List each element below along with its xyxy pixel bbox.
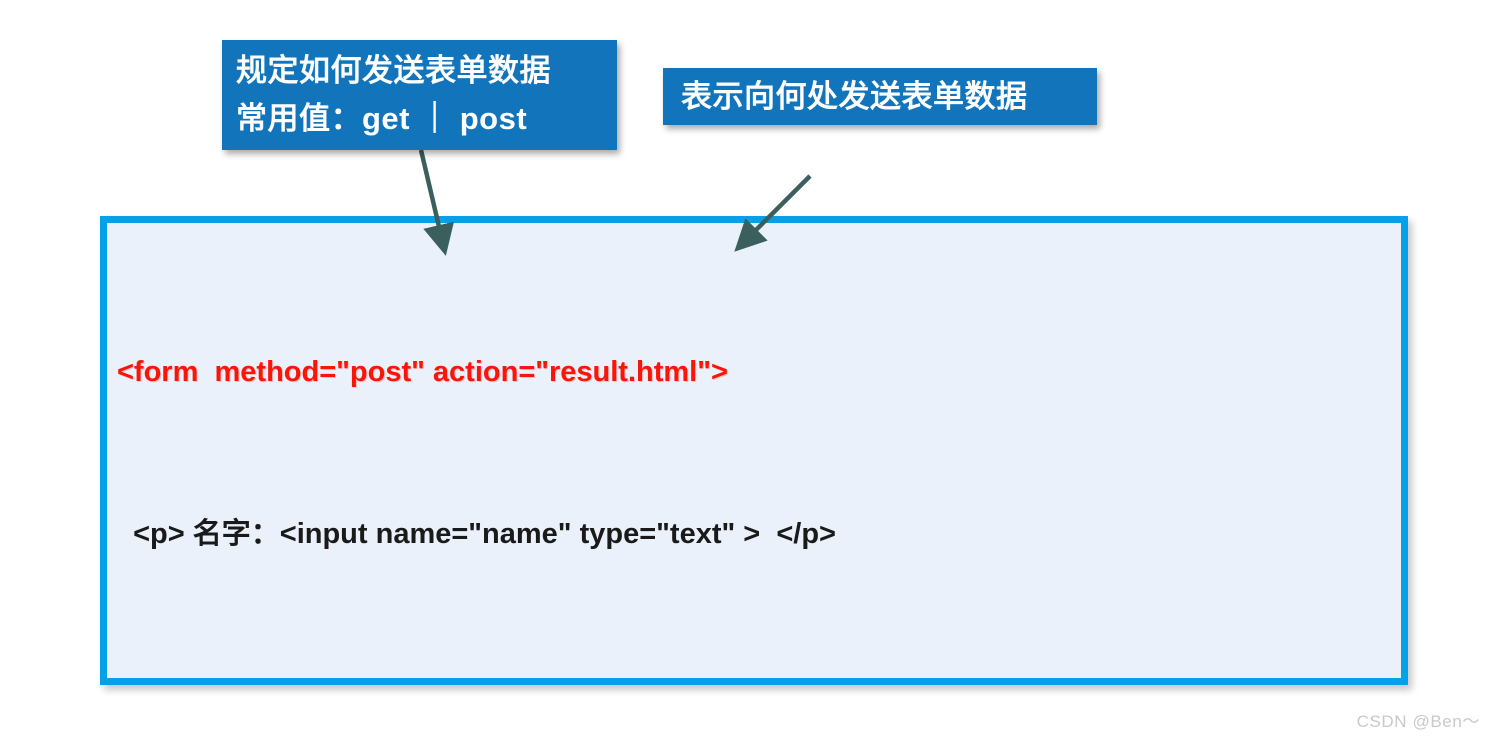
code-line-form-open: <form method="post" action="result.html"… bbox=[117, 356, 728, 388]
callout-method-line-2: 常用值：get ｜ post bbox=[236, 101, 528, 136]
html-code-panel: <form method="post" action="result.html"… bbox=[100, 216, 1408, 685]
code-listing: <form method="post" action="result.html"… bbox=[107, 223, 1401, 678]
csdn-watermark: CSDN @Ben～ bbox=[1356, 712, 1480, 731]
callout-action-line-1: 表示向何处发送表单数据 bbox=[681, 79, 1028, 114]
code-line-name-input: <p> 名字：<input name="name" type="text" > … bbox=[117, 518, 836, 550]
code-line-pass-input: <p> 密码：<input name="pass" type="password… bbox=[107, 669, 1401, 678]
callout-action-description: 表示向何处发送表单数据 bbox=[663, 68, 1097, 125]
callout-method-description: 规定如何发送表单数据 常用值：get ｜ post bbox=[222, 40, 617, 150]
callout-method-line-1: 规定如何发送表单数据 bbox=[236, 53, 551, 88]
